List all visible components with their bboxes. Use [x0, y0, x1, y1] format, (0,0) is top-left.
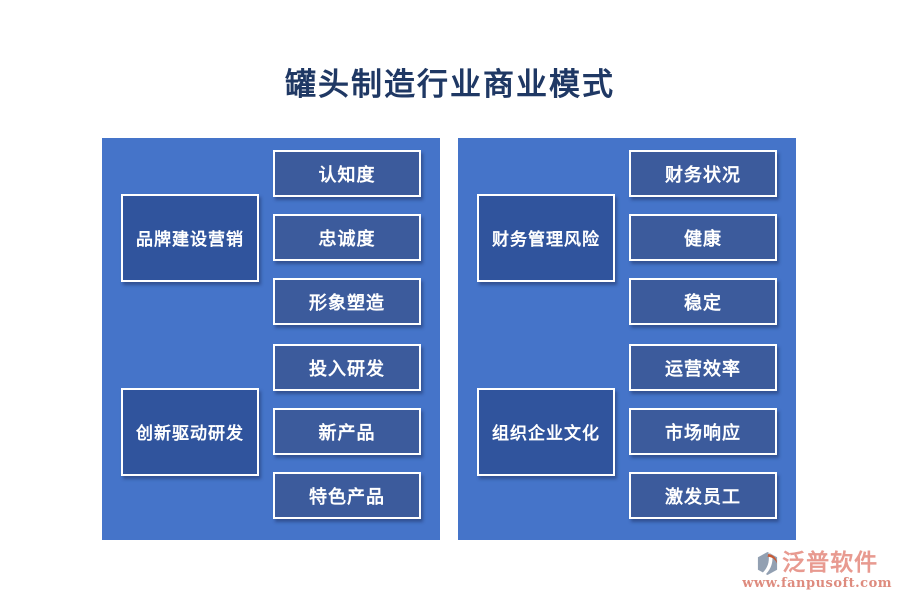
item-box-new-products: 新产品	[273, 408, 421, 455]
brand-url: www.fanpusoft.com	[742, 576, 892, 591]
item-box-market-response: 市场响应	[629, 408, 777, 455]
items-column: 财务状况 健康 稳定	[629, 150, 777, 325]
group-innovation-rd: 创新驱动研发 投入研发 新产品 特色产品	[121, 344, 421, 519]
brand-watermark: 泛普软件 www.fanpusoft.com	[742, 550, 892, 592]
item-box-operational-efficiency: 运营效率	[629, 344, 777, 391]
fanpu-logo-icon	[756, 551, 779, 576]
item-box-health: 健康	[629, 214, 777, 261]
group-org-culture: 组织企业文化 运营效率 市场响应 激发员工	[477, 344, 777, 519]
page-title: 罐头制造行业商业模式	[285, 67, 615, 103]
item-box-motivate-employees: 激发员工	[629, 472, 777, 519]
brand-name: 泛普软件	[782, 549, 879, 576]
item-box-special-products: 特色产品	[273, 472, 421, 519]
group-financial-risk: 财务管理风险 财务状况 健康 稳定	[477, 150, 777, 325]
panels-container: 品牌建设营销 认知度 忠诚度 形象塑造 创新驱动研发 投入研发 新产品 特色产品…	[102, 138, 796, 540]
item-box-loyalty: 忠诚度	[273, 214, 421, 261]
items-column: 投入研发 新产品 特色产品	[273, 344, 421, 519]
category-box-financial-risk: 财务管理风险	[477, 193, 615, 282]
item-box-rd-investment: 投入研发	[273, 344, 421, 391]
items-column: 认知度 忠诚度 形象塑造	[273, 150, 421, 325]
item-box-stability: 稳定	[629, 278, 777, 325]
group-brand-marketing: 品牌建设营销 认知度 忠诚度 形象塑造	[121, 150, 421, 325]
brand-row: 泛普软件	[756, 550, 878, 576]
panel-left: 品牌建设营销 认知度 忠诚度 形象塑造 创新驱动研发 投入研发 新产品 特色产品	[102, 138, 440, 540]
category-box-brand-marketing: 品牌建设营销	[121, 193, 259, 282]
category-box-org-culture: 组织企业文化	[477, 387, 615, 476]
panel-right: 财务管理风险 财务状况 健康 稳定 组织企业文化 运营效率 市场响应 激发员工	[458, 138, 796, 540]
items-column: 运营效率 市场响应 激发员工	[629, 344, 777, 519]
item-box-awareness: 认知度	[273, 150, 421, 197]
item-box-financial-status: 财务状况	[629, 150, 777, 197]
item-box-image-building: 形象塑造	[273, 278, 421, 325]
category-box-innovation-rd: 创新驱动研发	[121, 387, 259, 476]
